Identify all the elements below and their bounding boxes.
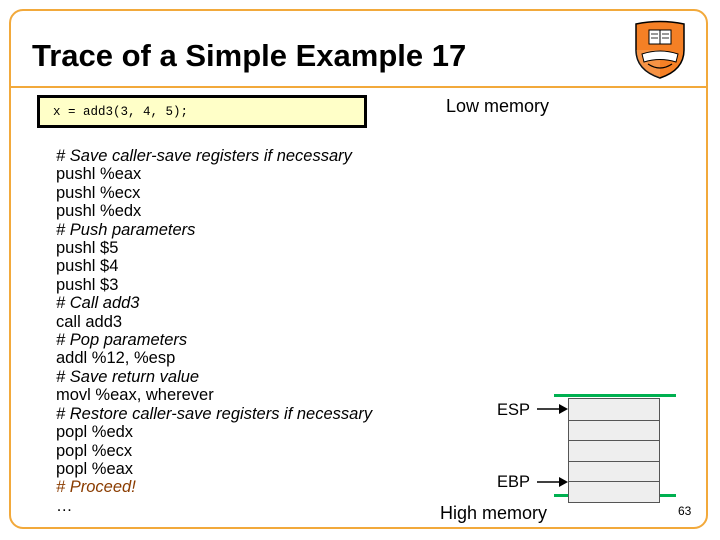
assembly-comment: # Call add3 <box>56 294 140 313</box>
assembly-instruction: pushl $5 <box>56 239 119 258</box>
low-memory-label: Low memory <box>446 96 550 116</box>
assembly-comment: # Save caller-save registers if necessar… <box>56 147 352 165</box>
assembly-comment: # Push parameters <box>56 220 196 239</box>
assembly-comment: # Pop parameters <box>56 331 188 350</box>
princeton-shield-icon <box>635 20 685 79</box>
assembly-listing: # Save caller-save registers if necessar… <box>56 147 436 515</box>
assembly-comment: # Proceed! <box>56 478 136 497</box>
assembly-comment: # Save return value <box>56 367 200 386</box>
source-code-box: x = add3(3, 4, 5); <box>37 95 367 128</box>
stack-cell-divider <box>569 440 659 441</box>
ebp-label: EBP <box>497 473 531 491</box>
stack-cell-divider <box>569 481 659 482</box>
high-memory-label: High memory <box>440 503 548 523</box>
source-code-text: x = add3(3, 4, 5); <box>53 105 189 119</box>
assembly-instruction: call add3 <box>56 312 123 331</box>
esp-label: ESP <box>497 401 531 419</box>
assembly-instruction: pushl %eax <box>56 165 142 184</box>
assembly-instruction: pushl $3 <box>56 275 119 294</box>
stack-memory <box>568 398 660 503</box>
assembly-instruction: popl %edx <box>56 423 134 442</box>
stack-cell-divider <box>569 461 659 462</box>
assembly-comment: # Restore caller-save registers if neces… <box>56 404 373 423</box>
assembly-instruction: movl %eax, wherever <box>56 386 214 405</box>
assembly-instruction: popl %ecx <box>56 441 133 460</box>
assembly-instruction: pushl %ecx <box>56 183 141 202</box>
page-number: 63 <box>678 504 692 518</box>
assembly-instruction: addl %12, %esp <box>56 349 176 368</box>
assembly-instruction: popl %eax <box>56 459 134 478</box>
assembly-instruction: … <box>56 496 73 515</box>
esp-arrow-icon <box>537 404 568 414</box>
assembly-instruction: pushl %edx <box>56 202 142 221</box>
assembly-instruction: pushl $4 <box>56 257 119 276</box>
slide-title: Trace of a Simple Example 17 <box>32 38 467 73</box>
stack-cell-divider <box>569 420 659 421</box>
slide-frame <box>9 9 708 529</box>
esp-boundary-bar <box>554 394 676 397</box>
title-divider <box>11 86 707 88</box>
ebp-arrow-icon <box>537 477 568 487</box>
